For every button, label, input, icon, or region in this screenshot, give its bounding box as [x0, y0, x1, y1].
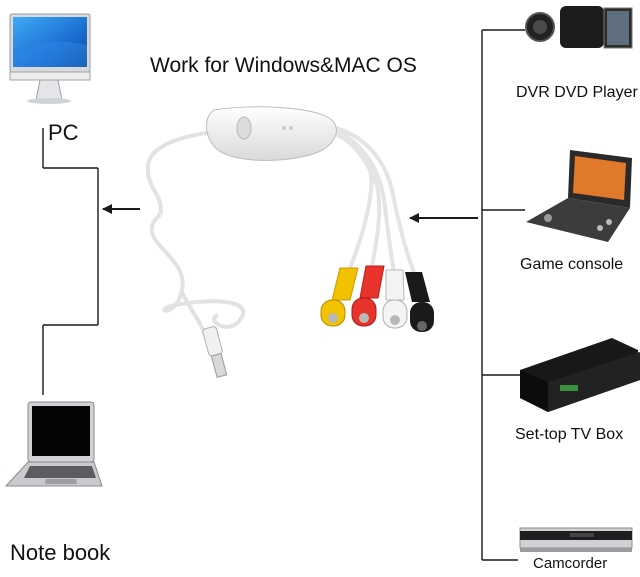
usb-video-capture-cable-icon — [145, 106, 434, 378]
red-rca-plug-icon — [351, 265, 385, 327]
handheld-console-icon — [526, 150, 632, 242]
desktop-monitor-icon — [9, 13, 91, 104]
game-console-label: Game console — [520, 256, 624, 273]
set-top-box-icon — [520, 338, 640, 412]
set-top-box-label: Set-top TV Box — [515, 426, 624, 443]
notebook-label: Note book — [10, 540, 111, 565]
white-rca-plug-icon — [382, 269, 408, 329]
pc-label: PC — [48, 120, 79, 145]
left-connector-lines — [42, 128, 99, 395]
usb-plug-icon — [202, 326, 228, 378]
diagram-title: Work for Windows&MAC OS — [150, 54, 417, 77]
dvd-player-icon — [519, 527, 633, 552]
dvr-dvd-player-label: DVR DVD Player — [516, 84, 638, 101]
camcorder-icon — [525, 6, 633, 49]
laptop-icon — [4, 401, 103, 487]
right-connector-lines — [481, 29, 525, 561]
yellow-rca-plug-icon — [320, 267, 359, 327]
s-video-plug-icon — [405, 272, 434, 332]
camcorder-label: Camcorder — [533, 555, 608, 572]
